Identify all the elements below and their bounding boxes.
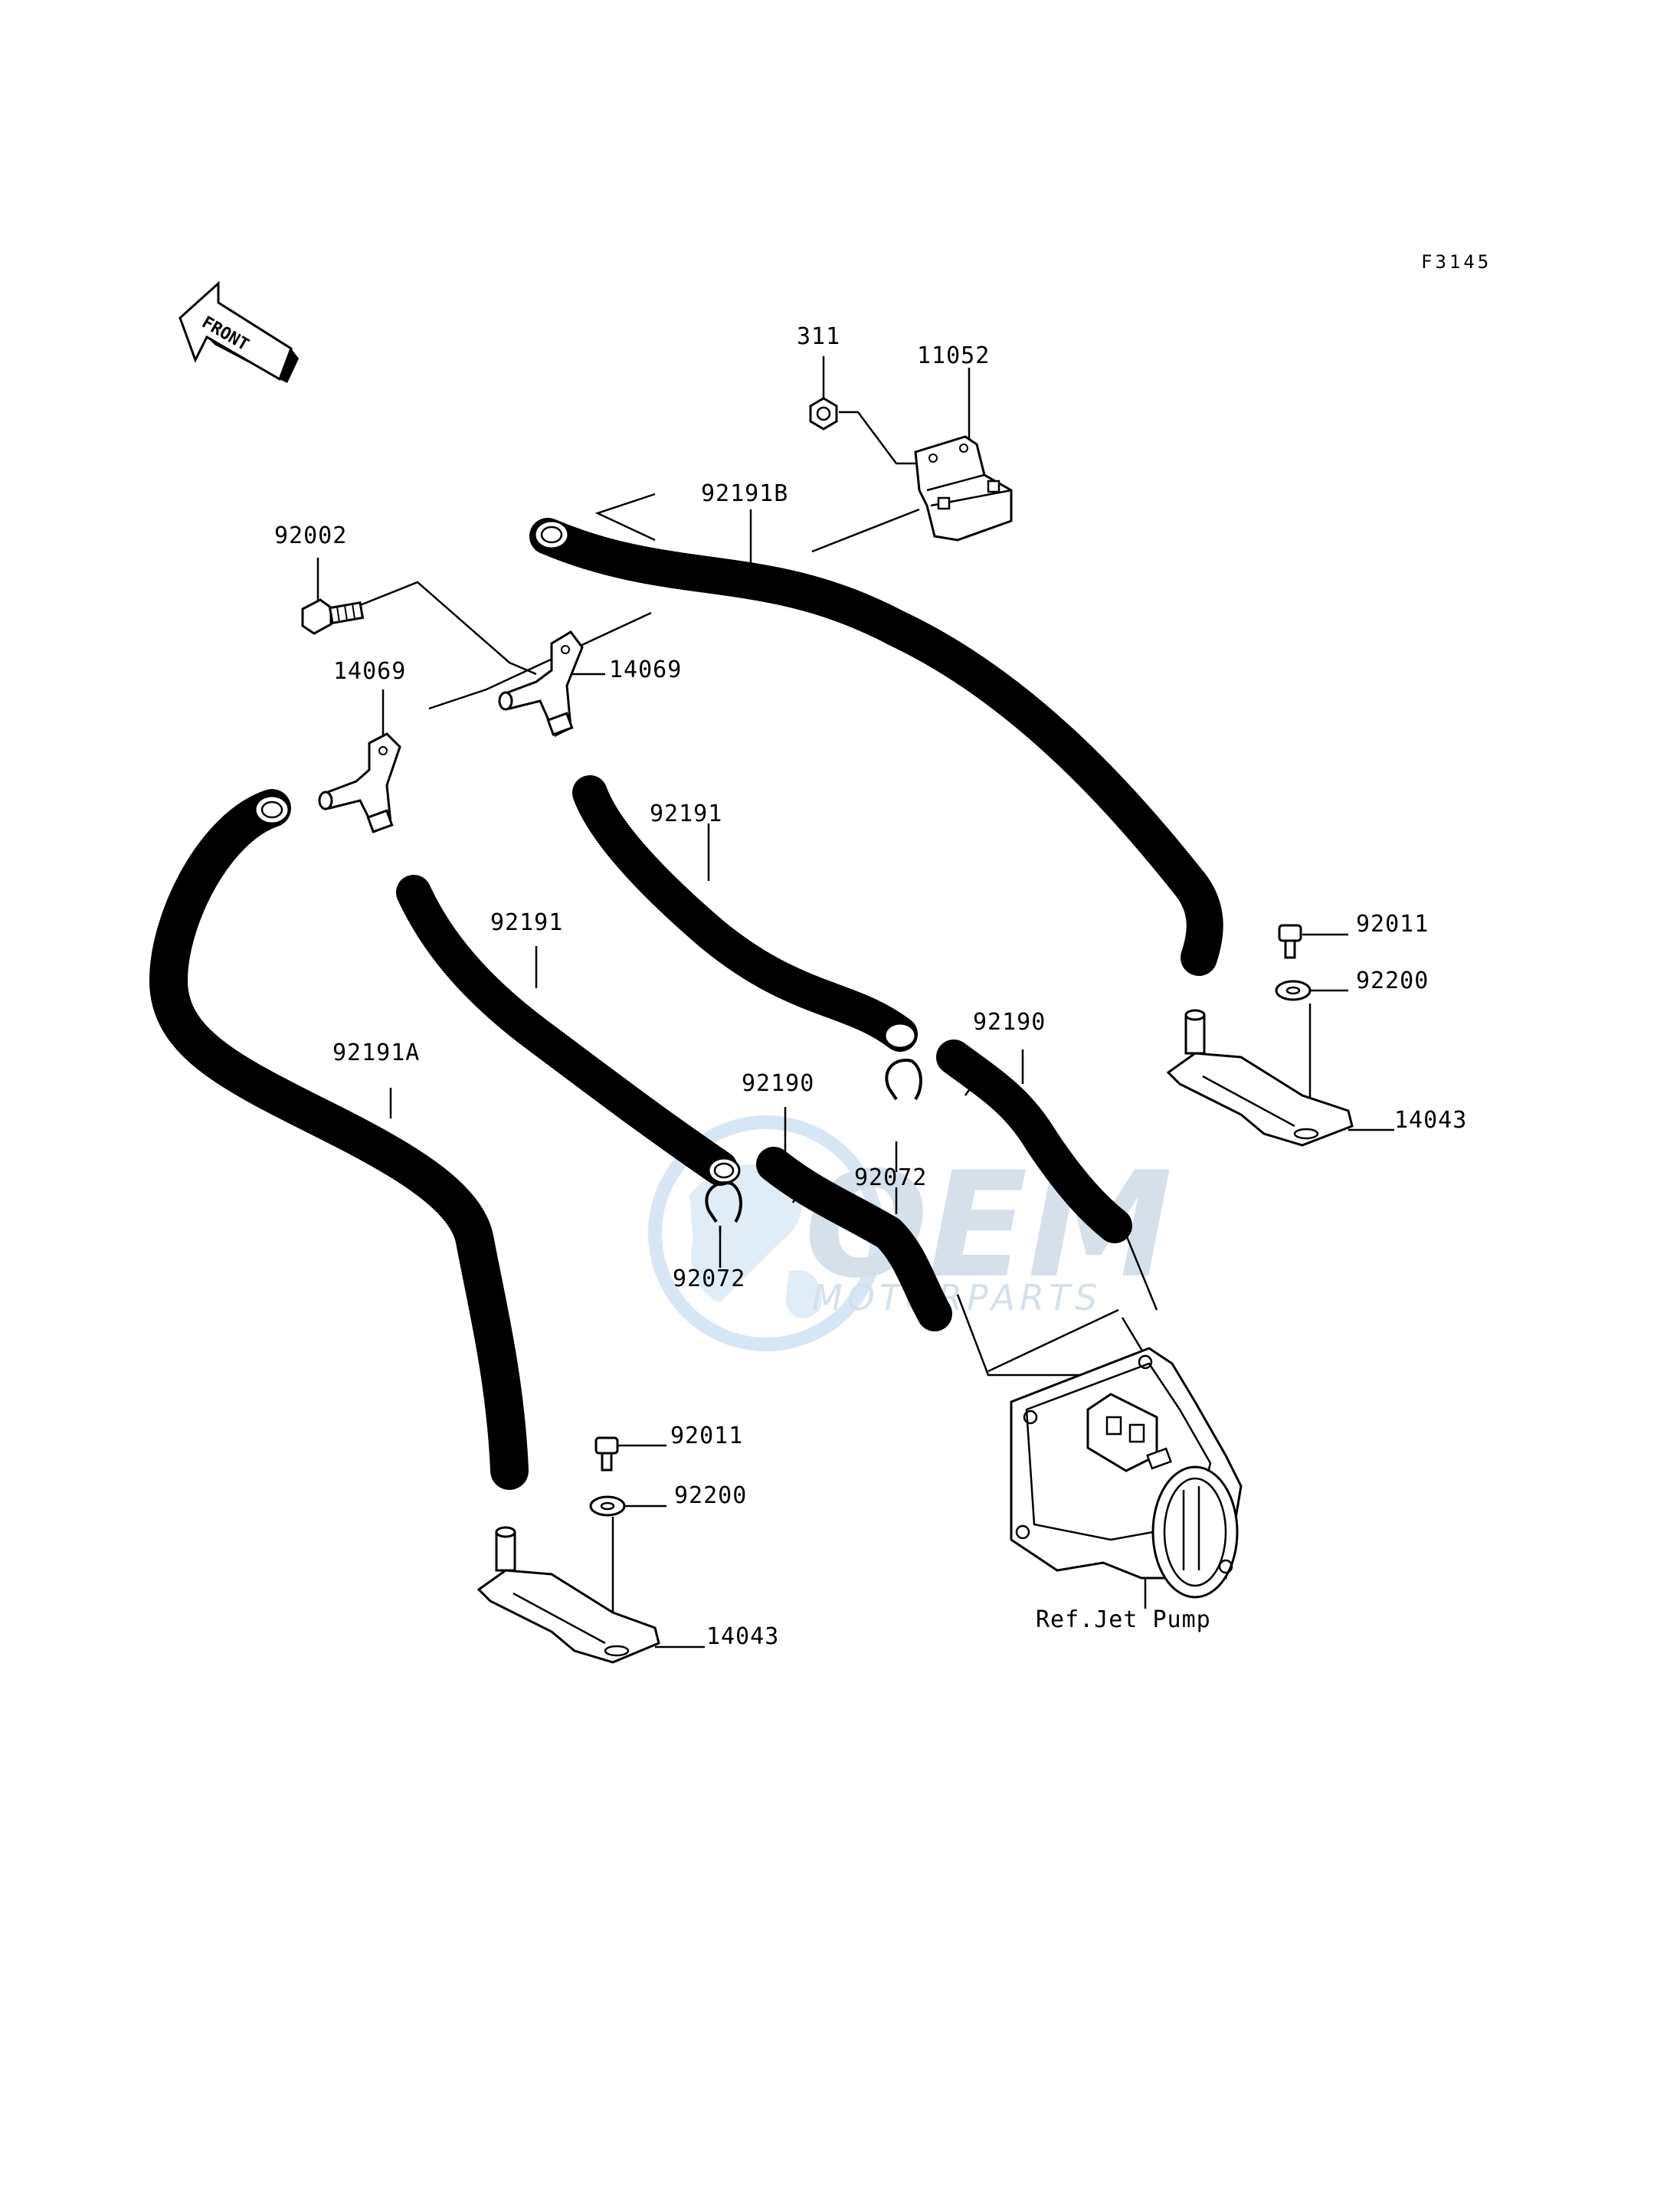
- callout-92072-left[interactable]: 92072: [673, 1265, 746, 1292]
- callout-92011-left[interactable]: 92011: [670, 1423, 744, 1449]
- fitting-14069-right[interactable]: [498, 630, 584, 738]
- callout-92191-upper[interactable]: 92191: [650, 801, 723, 827]
- bracket-11052[interactable]: [914, 435, 1013, 542]
- callout-92190-center[interactable]: 92190: [742, 1070, 815, 1097]
- callout-92191a[interactable]: 92191A: [332, 1040, 421, 1066]
- oem-motorparts-watermark: OEM MOTORPARTS: [648, 1115, 1172, 1351]
- callout-ref-jet-pump[interactable]: Ref.Jet Pump: [1036, 1606, 1211, 1633]
- callout-14069-left[interactable]: 14069: [333, 658, 407, 685]
- bolt-92011-left[interactable]: [594, 1436, 619, 1472]
- callout-14043-right[interactable]: 14043: [1394, 1107, 1468, 1134]
- callout-92011-right[interactable]: 92011: [1356, 911, 1429, 938]
- nut-311[interactable]: [809, 397, 838, 431]
- callout-11052[interactable]: 11052: [917, 342, 991, 369]
- bracket-14043-right[interactable]: [1166, 1009, 1354, 1147]
- callout-92200-right[interactable]: 92200: [1356, 968, 1429, 994]
- callout-14043-left[interactable]: 14043: [706, 1623, 780, 1650]
- callout-92191-lower[interactable]: 92191: [490, 909, 564, 936]
- hose-92191b[interactable]: [529, 518, 1223, 976]
- leader-lines: [316, 356, 1394, 1649]
- fitting-14069-left[interactable]: [318, 732, 401, 833]
- callout-311[interactable]: 311: [797, 323, 841, 350]
- hose-92190-center[interactable]: [756, 1147, 952, 1331]
- svg-text:MOTORPARTS: MOTORPARTS: [812, 1277, 1102, 1318]
- diagram-code: F3145: [1421, 251, 1492, 273]
- callout-92200-left[interactable]: 92200: [674, 1482, 748, 1509]
- washer-92200-left[interactable]: [589, 1495, 626, 1517]
- washer-92200-right[interactable]: [1275, 980, 1312, 1001]
- hose-92191-upper[interactable]: [572, 775, 918, 1052]
- callout-92190-right[interactable]: 92190: [973, 1009, 1046, 1036]
- jet-pump-housing[interactable]: [1010, 1347, 1243, 1599]
- bracket-14043-left[interactable]: [476, 1526, 660, 1664]
- clamp-92072-left[interactable]: [705, 1181, 742, 1223]
- callout-92072-right[interactable]: 92072: [854, 1164, 928, 1191]
- bolt-92011-right[interactable]: [1278, 924, 1302, 959]
- callout-14069-right[interactable]: 14069: [609, 656, 683, 683]
- clamp-92072-right[interactable]: [885, 1059, 922, 1101]
- hose-92190-right[interactable]: [936, 1040, 1132, 1243]
- hose-92191-lower[interactable]: [396, 875, 741, 1186]
- callout-92191b[interactable]: 92191B: [701, 480, 789, 507]
- hose-92191a[interactable]: [149, 789, 529, 1490]
- callout-92002[interactable]: 92002: [274, 522, 348, 549]
- bolt-92002[interactable]: [301, 598, 365, 635]
- front-direction-arrow-icon: FRONT: [178, 280, 299, 383]
